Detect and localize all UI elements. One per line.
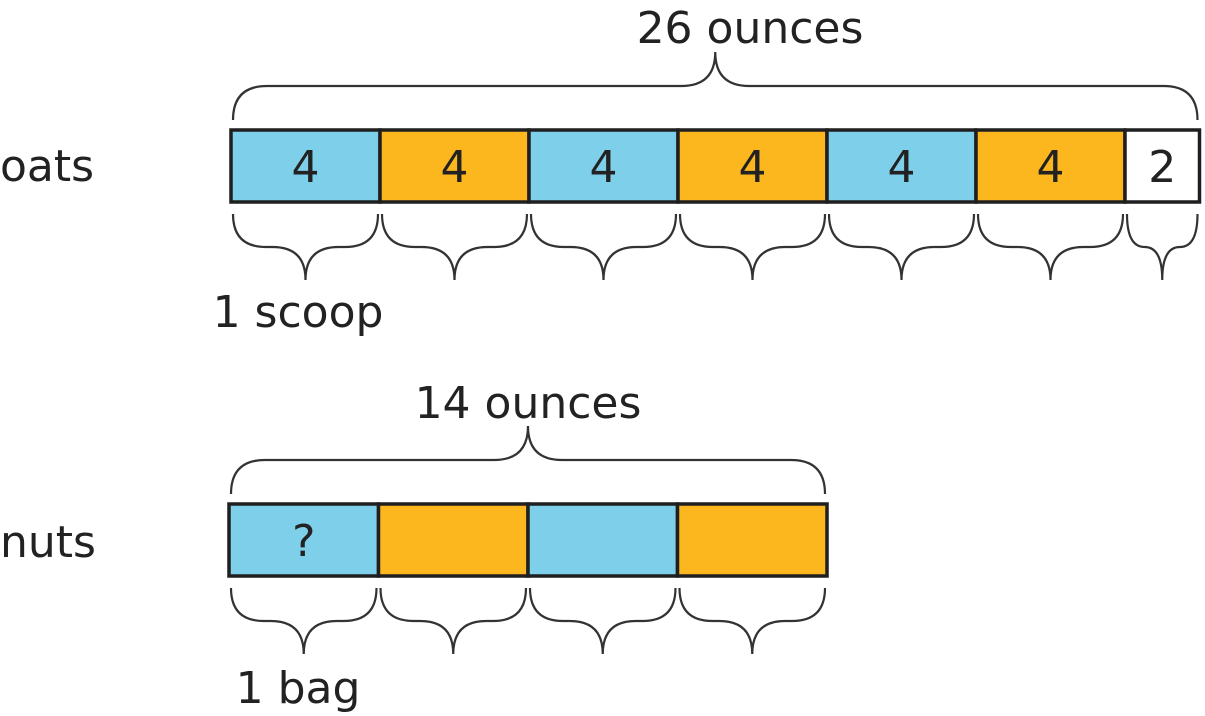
nuts-total-label: 14 ounces (415, 378, 642, 429)
nuts-tape: ? (227, 502, 829, 578)
nuts-segment (227, 502, 381, 578)
oats-segment-brace (529, 213, 678, 281)
nuts-segment-brace (678, 587, 827, 655)
oats-segment-label: 4 (888, 142, 916, 193)
oats-segment-brace (678, 213, 827, 281)
nuts-segment (526, 502, 680, 578)
nuts-segment-label: ? (292, 516, 315, 567)
oats-total-brace-path (231, 51, 1199, 121)
nuts-segment (675, 502, 829, 578)
oats-segment-brace (827, 213, 976, 281)
oats-segment (825, 128, 978, 204)
oats-segment-brace (1125, 213, 1199, 281)
oats-segment-label: 4 (292, 142, 320, 193)
nuts-row-label: nuts (0, 517, 96, 568)
oats-segment-label: 4 (590, 142, 618, 193)
oats-segment (378, 128, 531, 204)
nuts-segment-brace (528, 587, 677, 655)
nuts-segment-brace (379, 587, 528, 655)
oats-segment-brace (976, 213, 1125, 281)
oats-segment-brace (380, 213, 529, 281)
nuts-unit-label: 1 bag (236, 663, 361, 714)
oats-segment-label: 2 (1148, 142, 1176, 193)
nuts-total-brace (229, 425, 827, 495)
nuts-segment (376, 502, 530, 578)
oats-segment-label: 4 (739, 142, 767, 193)
oats-segment-brace (231, 213, 380, 281)
oats-unit-label: 1 scoop (213, 287, 384, 338)
oats-segment (1123, 128, 1202, 204)
nuts-bag-braces (229, 587, 827, 655)
nuts-segment-brace (229, 587, 378, 655)
oats-segment-label: 4 (1037, 142, 1065, 193)
oats-total-brace (231, 51, 1199, 121)
oats-row-label: oats (0, 141, 94, 192)
oats-segment (974, 128, 1127, 204)
oats-tape: 4 4 4 4 4 4 2 (229, 128, 1202, 204)
oats-scoop-braces (231, 213, 1199, 281)
oats-segment (229, 128, 382, 204)
oats-segment-label: 4 (441, 142, 469, 193)
oats-total-label: 26 ounces (637, 3, 864, 54)
oats-segment (527, 128, 680, 204)
nuts-total-brace-path (229, 425, 827, 495)
